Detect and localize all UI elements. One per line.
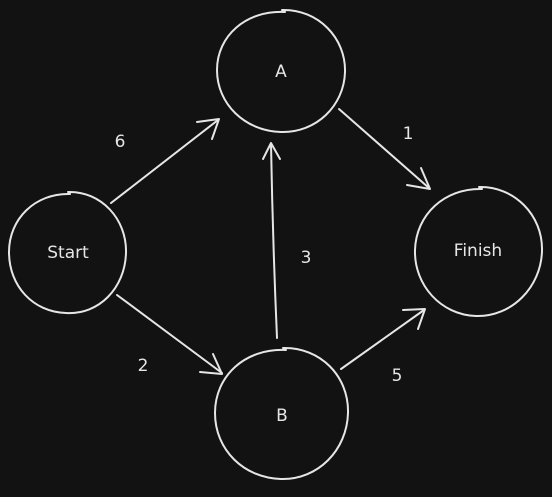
- edge-start-a: 6: [110, 118, 220, 204]
- edge-a-finish-weight: 1: [403, 124, 414, 144]
- edge-start-a-line: [110, 119, 219, 204]
- node-finish: Finish: [413, 185, 544, 318]
- node-b: B: [214, 346, 350, 481]
- node-finish-label: Finish: [454, 241, 502, 261]
- edge-b-finish-arrowhead: [402, 308, 426, 330]
- edge-start-b-weight: 2: [138, 356, 149, 376]
- node-b-circle: [214, 346, 350, 481]
- edge-b-a-line: [270, 143, 278, 339]
- edge-b-finish-weight: 5: [392, 366, 403, 386]
- node-start-label: Start: [47, 243, 89, 263]
- node-b-label: B: [276, 406, 288, 426]
- node-a-circle: [216, 8, 347, 134]
- edge-b-finish-line: [340, 309, 425, 370]
- node-a-label: A: [275, 62, 287, 82]
- edge-b-a-weight: 3: [301, 248, 312, 268]
- node-a: A: [216, 8, 347, 134]
- edge-a-finish-arrowhead: [406, 167, 431, 190]
- edge-b-finish: 5: [340, 308, 426, 386]
- edge-b-a-arrowhead: [262, 142, 281, 160]
- node-start-circle: [8, 190, 128, 315]
- edge-start-b: 2: [116, 294, 223, 376]
- edge-a-finish-line: [338, 108, 430, 189]
- edge-b-a: 3: [262, 142, 312, 339]
- node-finish-circle: [413, 185, 544, 318]
- edge-start-b-arrowhead: [199, 353, 223, 375]
- edge-a-finish: 1: [338, 108, 431, 190]
- edge-start-a-arrowhead: [196, 118, 220, 140]
- edge-start-b-line: [116, 294, 223, 374]
- edge-start-a-weight: 6: [115, 132, 126, 152]
- node-start: Start: [8, 190, 128, 315]
